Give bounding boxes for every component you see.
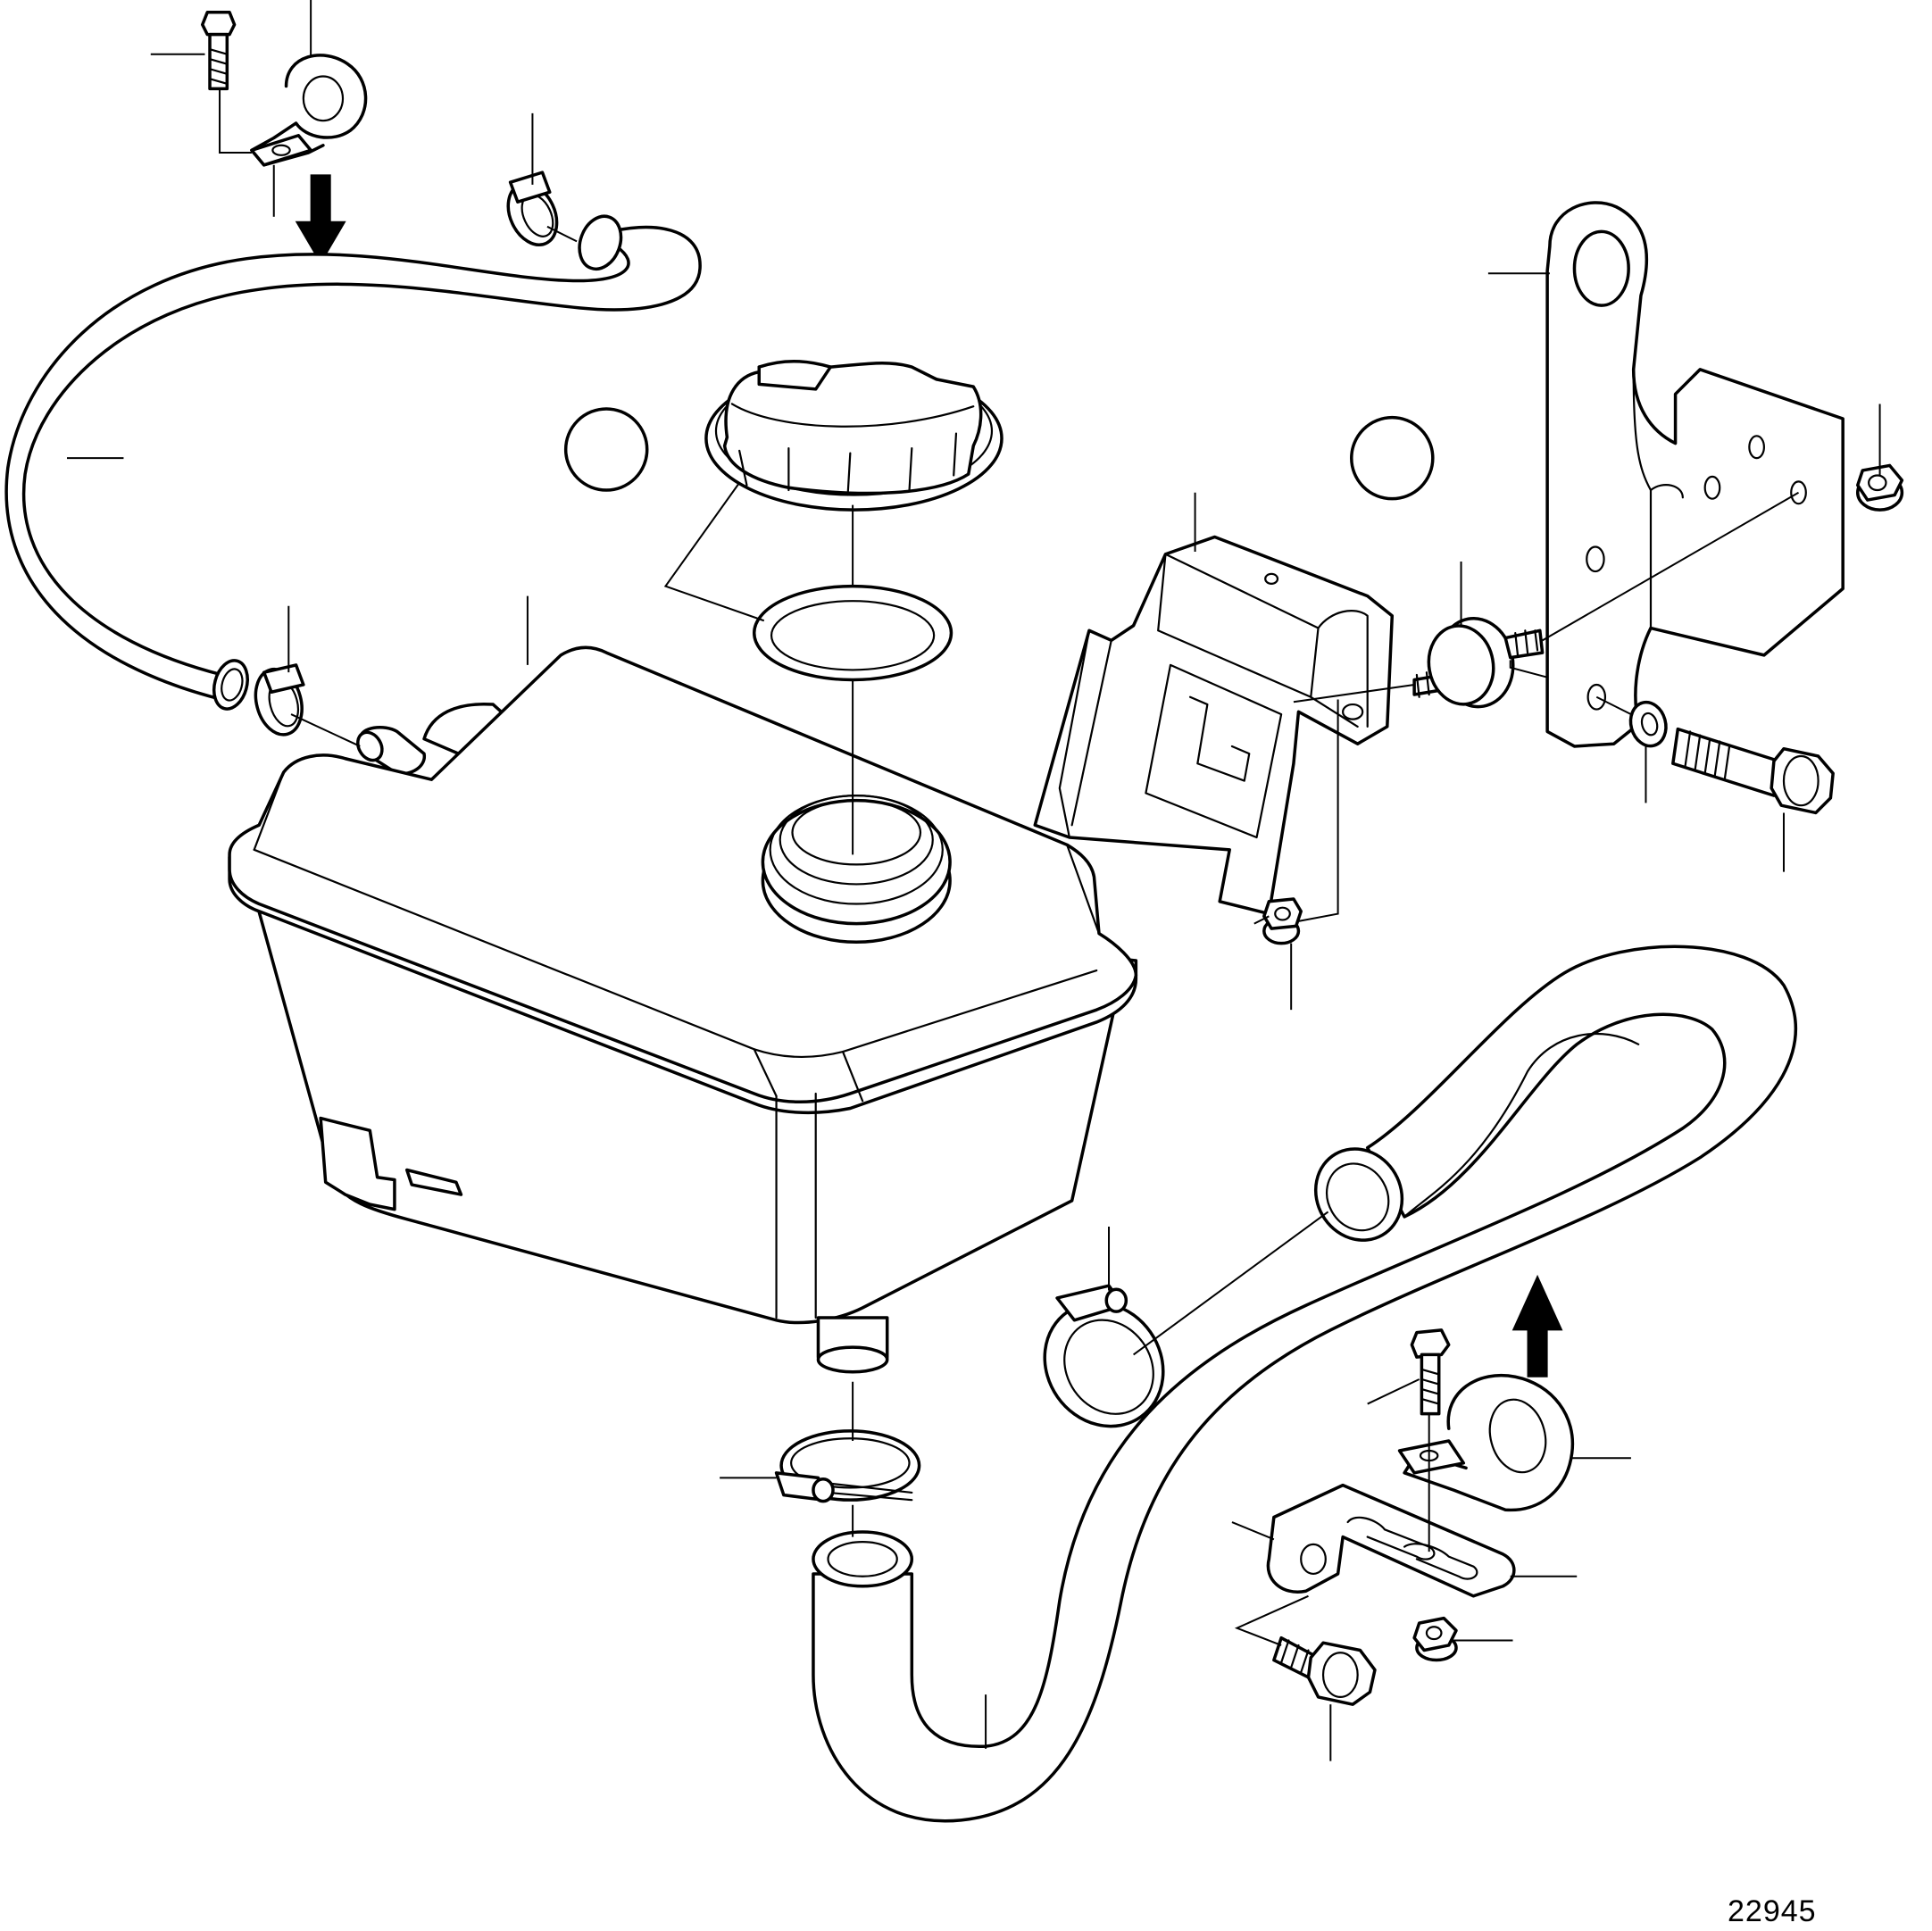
lower-angle-bracket: [1268, 1486, 1513, 1596]
lower-coolant-hose: [813, 946, 1795, 1820]
bracket-flange-nut: [1264, 899, 1301, 944]
plate-washer: [1626, 698, 1670, 750]
large-hose-clamp: [1020, 1279, 1187, 1449]
right-flange-nut: [1858, 465, 1903, 510]
top-clamp-bolt: [203, 12, 235, 89]
cap-seal-ring: [754, 587, 952, 680]
upper-coolant-hose: [6, 211, 700, 713]
lower-flange-nut: [1414, 1619, 1456, 1660]
top-p-clamp: [252, 55, 366, 165]
leader-lines: [67, 0, 1880, 1761]
left-hose-clamp: [249, 664, 309, 740]
reference-circle-left: [566, 409, 647, 490]
outlet-hose-clamp: [777, 1431, 920, 1502]
tank-holder-bracket: [1035, 537, 1392, 913]
expansion-tank: [229, 647, 1136, 1372]
rubber-mount: [1414, 612, 1542, 712]
lifting-eye-plate: [1547, 203, 1843, 746]
top-down-arrow: [296, 175, 346, 263]
plate-bolt: [1673, 729, 1833, 813]
figure-number: 22945: [1728, 1894, 1817, 1928]
reference-circle-right: [1352, 418, 1433, 499]
lower-p-clamp: [1400, 1376, 1573, 1511]
lower-clamp-bolt: [1412, 1330, 1448, 1414]
lower-up-arrow: [1512, 1276, 1561, 1377]
lower-hex-bolt: [1274, 1638, 1375, 1704]
filler-cap: [706, 362, 1002, 510]
